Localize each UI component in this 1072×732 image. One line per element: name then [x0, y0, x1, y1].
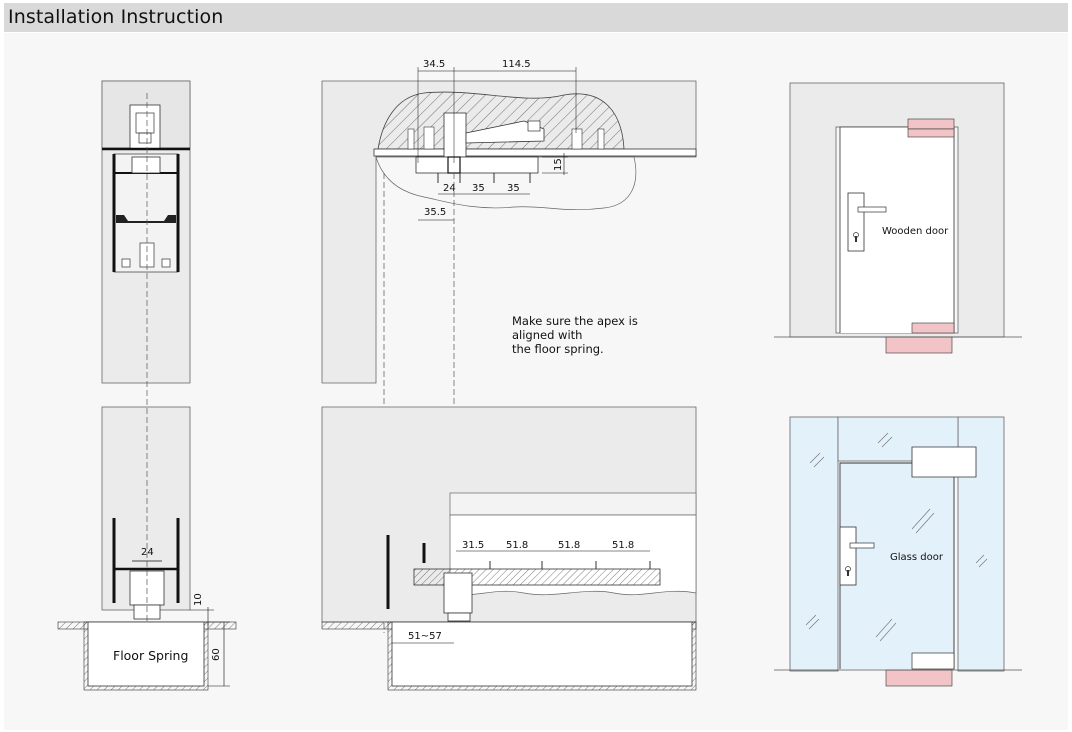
dim-24: 24 [443, 183, 456, 194]
top-pivot-fitting [129, 104, 161, 150]
dim-15: 15 [553, 158, 564, 171]
floor-spring-label: Floor Spring [113, 648, 188, 663]
wooden-door-view: Wooden door [774, 82, 1022, 354]
floor-spring-box [87, 621, 205, 687]
top-patch-fitting [911, 446, 977, 478]
note-line-1: Make sure the apex is [512, 314, 638, 328]
dim-35-b: 35 [507, 183, 520, 194]
bottom-dim-range: 51~57 [408, 631, 442, 642]
left-side-view: 24 Floor Spring 10 60 [57, 80, 237, 691]
floor-spring-pink [885, 336, 953, 354]
left-gap-dimension: 10 [193, 593, 204, 606]
top-pivot-pink [907, 118, 955, 130]
glass-door-label: Glass door [890, 552, 944, 563]
left-width-dimension: 24 [141, 547, 154, 558]
glass-door-handle-plate [839, 526, 857, 586]
middle-plan-view: 34.5 114.5 15 24 35 35 35.5 Make sure th… [321, 59, 697, 691]
section-title: Installation Instruction [8, 6, 224, 28]
wooden-door-label: Wooden door [882, 226, 949, 237]
glass-reflection-marks [805, 432, 988, 642]
door-handle-plate [847, 192, 865, 252]
bottom-dim-51-8-a: 51.8 [506, 540, 528, 551]
dim-35-a: 35 [472, 183, 485, 194]
bottom-dim-51-8-b: 51.8 [558, 540, 580, 551]
glass-floor-spring-pink [885, 669, 953, 687]
bottom-dim-51-8-c: 51.8 [612, 540, 634, 551]
dim-35-5: 35.5 [424, 207, 446, 218]
note-line-3: the floor spring. [512, 342, 604, 356]
note-line-2: aligned with [512, 328, 582, 342]
top-dim-34-5: 34.5 [423, 59, 445, 70]
bottom-dim-31-5: 31.5 [462, 540, 484, 551]
diagram-canvas: 24 Floor Spring 10 60 [4, 33, 1068, 730]
installation-diagram: 24 Floor Spring 10 60 [57, 59, 1022, 691]
glass-door-view: Glass door [774, 416, 1022, 687]
top-dim-114-5: 114.5 [502, 59, 531, 70]
section-header: Installation Instruction [4, 3, 1068, 32]
left-depth-dimension: 60 [211, 648, 222, 661]
floor-recess [391, 621, 693, 687]
